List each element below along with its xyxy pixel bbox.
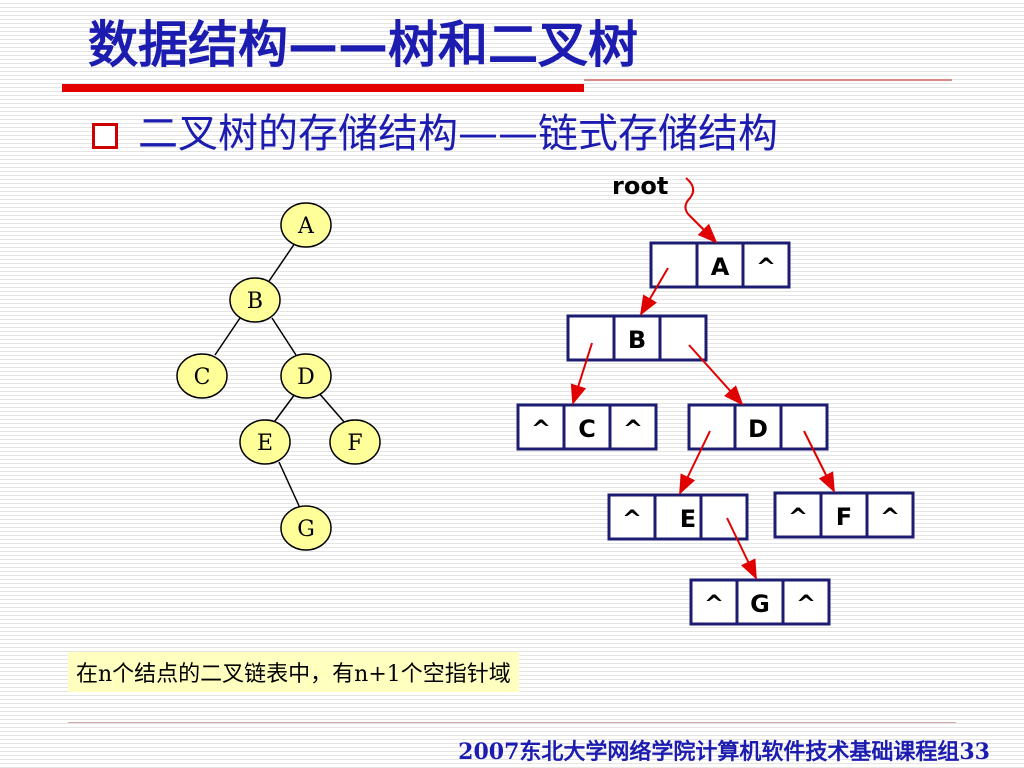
- list-node-right-pointer: ^: [756, 253, 776, 281]
- slide-footer: 2007东北大学网络学院计算机软件技术基础课程组33: [458, 739, 990, 765]
- square-bullet-icon: [92, 123, 118, 149]
- tree-edge-b-c: [214, 317, 241, 356]
- footer-rule: [68, 722, 956, 723]
- list-node-data: A: [711, 253, 730, 281]
- list-node-left-pointer: ^: [704, 590, 724, 618]
- title-underline-rule: [584, 79, 952, 81]
- slide-title: 数据结构——树和二叉树: [88, 16, 638, 74]
- title-underline-accent: [62, 84, 584, 92]
- tree-edge-d-f: [317, 391, 346, 424]
- tree-node-label: D: [297, 365, 315, 390]
- list-node-g: ^ G ^: [689, 578, 831, 626]
- null-pointer-note: 在n个结点的二叉链表中，有n+1个空指针域: [68, 652, 519, 692]
- list-node-data: F: [836, 503, 852, 531]
- tree-node-g: G: [280, 505, 332, 551]
- list-node-data: E: [680, 505, 696, 533]
- list-node-data: B: [628, 326, 646, 354]
- tree-edge-d-e: [271, 393, 296, 426]
- arrow-a-to-b: [639, 267, 669, 316]
- tree-node-label: F: [347, 431, 362, 456]
- tree-node-label: G: [297, 517, 315, 542]
- list-node-right-pointer: ^: [796, 590, 816, 618]
- tree-node-label: B: [247, 289, 263, 314]
- list-node-data: D: [748, 415, 768, 443]
- arrow-d-to-f: [803, 430, 835, 493]
- tree-node-c: C: [176, 353, 228, 399]
- list-node-left-pointer: ^: [788, 503, 808, 531]
- tree-edge-b-d: [271, 317, 297, 356]
- list-node-data: G: [750, 590, 770, 618]
- tree-node-label: E: [257, 431, 273, 456]
- list-node-b: B: [566, 314, 708, 362]
- tree-edge-a-b: [264, 242, 296, 288]
- tree-node-a: A: [280, 202, 332, 248]
- tree-edges: [214, 242, 346, 509]
- arrow-d-to-e: [679, 430, 711, 495]
- list-node-c: ^ C ^: [516, 403, 658, 451]
- arrow-root-to-a: [687, 213, 718, 244]
- pointer-arrows: [570, 213, 835, 580]
- tree-node-e: E: [239, 419, 291, 465]
- tree-node-b: B: [229, 277, 281, 323]
- list-node-f: ^ F ^: [773, 491, 915, 539]
- tree-node-label: A: [297, 214, 315, 239]
- list-node-left-pointer: ^: [622, 505, 642, 533]
- list-node-right-pointer: ^: [623, 415, 643, 443]
- slide-subtitle: 二叉树的存储结构——链式存储结构: [138, 111, 778, 157]
- root-label: root: [612, 172, 668, 200]
- list-node-right-pointer: ^: [880, 503, 900, 531]
- root-bracket-icon: [684, 177, 695, 215]
- tree-node-label: C: [194, 365, 211, 390]
- tree-node-f: F: [329, 419, 381, 465]
- tree-edge-e-g: [278, 461, 301, 509]
- arrow-b-to-d: [688, 344, 744, 406]
- arrow-b-to-c: [570, 342, 593, 405]
- tree-node-d: D: [280, 353, 332, 399]
- list-node-e: ^ E: [607, 493, 749, 541]
- list-node-a: A ^: [649, 241, 791, 289]
- list-node-data: C: [578, 415, 596, 443]
- arrow-e-to-g: [726, 517, 757, 580]
- list-node-left-pointer: ^: [531, 415, 551, 443]
- list-node-d: D: [687, 403, 829, 451]
